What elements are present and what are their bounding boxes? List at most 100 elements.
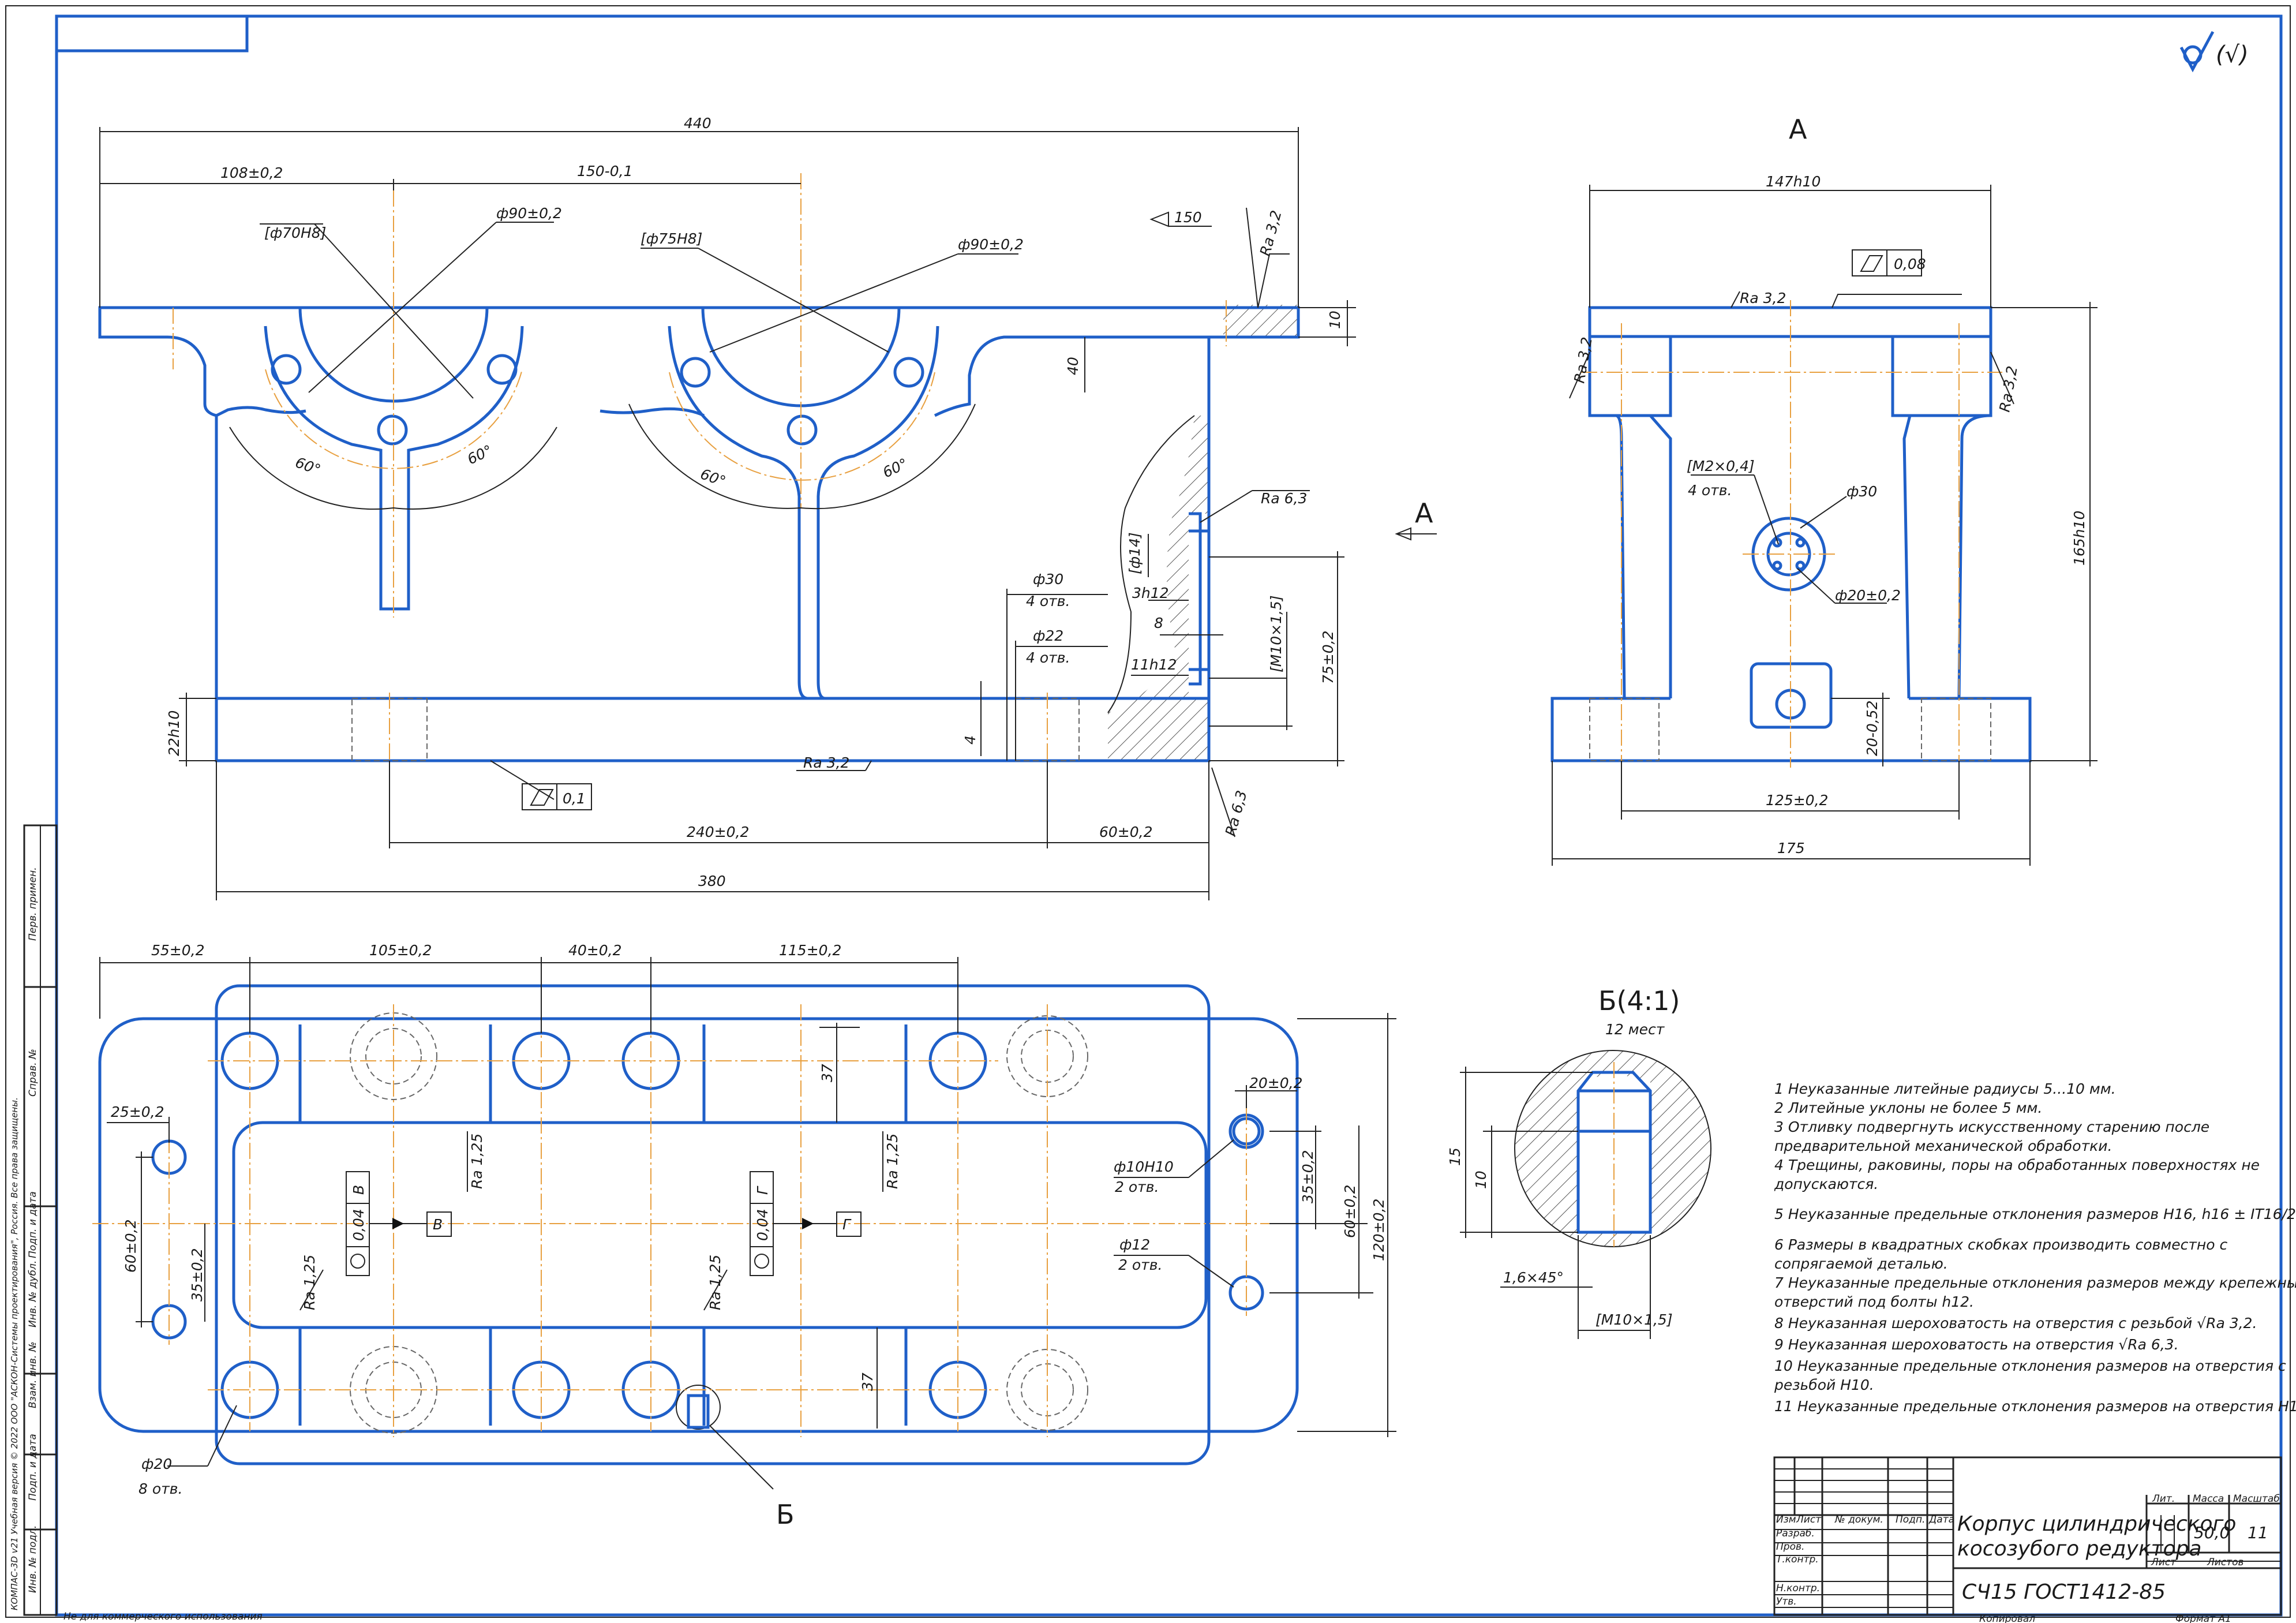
tb-role-ncontrol: Н.контр. — [1776, 1583, 1820, 1594]
dim-hole-cb-n: 4 отв. — [1026, 593, 1070, 609]
note-11: 11 Неуказанные предельные отклонения раз… — [1774, 1398, 2296, 1415]
ra-top-side: Ra 3,2 — [1740, 290, 1786, 306]
angle-4: 60° — [880, 455, 910, 481]
dim-20-side: 20-0,52 — [1864, 701, 1881, 757]
dim-flange-10: 10 — [1327, 311, 1343, 329]
note-5: 5 Неуказанные предельные отклонения разм… — [1774, 1206, 2296, 1222]
dim-hole-th: ф22 — [1033, 627, 1063, 644]
tol-base-2: Г — [754, 1186, 771, 1195]
dim-8: 8 — [1154, 615, 1163, 631]
section-arrow-label: А — [1415, 498, 1433, 529]
note-9: 9 Неуказанная шероховатость на отверстия… — [1774, 1336, 2179, 1353]
note-1: 1 Неуказанные литейные радиусы 5...10 мм… — [1774, 1080, 2116, 1097]
dim-4: 4 — [962, 735, 979, 745]
technical-notes: 1 Неуказанные литейные радиусы 5...10 мм… — [1774, 1080, 2296, 1415]
corner-roughness-text: (√) — [2216, 42, 2249, 68]
dim-35-left: 35±0,2 — [189, 1248, 205, 1302]
side-label-4: Инв. № дубл. — [27, 1261, 39, 1327]
dim-60-right: 60±0,2 — [1342, 1184, 1358, 1238]
ra-plan-2: Ra 1,25 — [884, 1134, 901, 1189]
dim-108: 108±0,2 — [220, 164, 283, 181]
angle-1: 60° — [293, 454, 323, 478]
note-2: 2 Литейные уклоны не более 5 мм. — [1774, 1100, 2042, 1116]
tb-docnum: № докум. — [1834, 1514, 1883, 1525]
dim-d12-n: 2 отв. — [1118, 1256, 1162, 1273]
note-4b: допускаются. — [1774, 1176, 1878, 1192]
detail-view: Б(4:1) 12 мест 15 10 1,6×45° [M10×1,5] — [1447, 985, 1711, 1339]
tb-scale-label: Масштаб — [2233, 1493, 2280, 1505]
dim-25: 25±0,2 — [111, 1104, 164, 1120]
detail-thread: [M10×1,5] — [1595, 1311, 1673, 1328]
note-3: 3 Отливку подвергнуть искусственному ста… — [1774, 1119, 2209, 1135]
dim-d20-side: ф20±0,2 — [1835, 587, 1901, 604]
tb-role-developer: Разраб. — [1776, 1528, 1815, 1539]
dim-60-left: 60±0,2 — [122, 1219, 139, 1273]
tb-sheet: Лист — [2151, 1557, 2177, 1568]
note-6: 6 Размеры в квадратных скобках производи… — [1774, 1236, 2228, 1253]
dim-55: 55±0,2 — [151, 942, 205, 959]
tb-date: Дата — [1928, 1514, 1954, 1525]
noncommercial-stamp: Не для коммерческого использования — [63, 1611, 263, 1622]
side-label-2: Справ. № — [27, 1049, 39, 1097]
note-6b: сопрягаемой деталью. — [1774, 1255, 1948, 1272]
dim-20-right: 20±0,2 — [1249, 1075, 1303, 1091]
side-label-5: Взам. инв. № — [27, 1342, 39, 1408]
dim-440: 440 — [684, 115, 711, 132]
dim-hole-cb: ф30 — [1033, 571, 1063, 588]
ra-plan-3: Ra 1,25 — [301, 1255, 318, 1310]
dim-web-40: 40 — [1065, 357, 1081, 375]
tb-mass-label: Масса — [2193, 1493, 2224, 1505]
tb-material: СЧ15 ГОСТ1412-85 — [1962, 1580, 2166, 1604]
dim-125: 125±0,2 — [1766, 792, 1828, 809]
dim-d30-side: ф30 — [1846, 483, 1877, 500]
tb-sign: Подп. — [1896, 1514, 1925, 1525]
tb-name-1: Корпус цилиндрического — [1957, 1512, 2236, 1536]
dim-bore2: [ф75H8] — [641, 230, 702, 247]
side-label-7: Инв. № подл. — [27, 1525, 39, 1593]
dim-35-right: 35±0,2 — [1299, 1150, 1316, 1203]
detail-title: Б(4:1) — [1598, 985, 1680, 1016]
dim-hole-th-n: 4 отв. — [1026, 649, 1070, 666]
dim-d20-plan-n: 8 отв. — [138, 1480, 182, 1497]
tol-1: 0,04 — [350, 1209, 367, 1241]
plan-dimensions: 55±0,2 105±0,2 40±0,2 115±0,2 25±0,2 37 … — [99, 942, 1396, 1530]
tb-role-checker: Пров. — [1776, 1541, 1804, 1553]
datum-g: Г — [842, 1216, 852, 1233]
note-8: 8 Неуказанная шероховатость на отверстия… — [1774, 1315, 2257, 1332]
tb-role-tcontrol: Т.контр. — [1776, 1554, 1819, 1565]
tb-mass: 50,0 — [2194, 1523, 2230, 1542]
dim-37a: 37 — [819, 1064, 836, 1082]
datum-b: В — [433, 1216, 443, 1233]
note-7b: отверстий под болты h12. — [1774, 1293, 1974, 1310]
dim-120: 120±0,2 — [1370, 1199, 1387, 1261]
side-column-labels: Перв. примен. Справ. № Подп. и дата Инв.… — [9, 867, 263, 1622]
dim-bore2-circle: ф90±0,2 — [958, 236, 1024, 253]
dim-22h10: 22h10 — [166, 710, 182, 756]
dim-d10h10-n: 2 отв. — [1115, 1179, 1159, 1195]
note-10b: резьбой H10. — [1774, 1377, 1874, 1393]
kompas-stamp: КОМПАС-3D v21 Учебная версия © 2022 ООО … — [9, 1097, 20, 1610]
note-4: 4 Трещины, раковины, поры на обработанны… — [1774, 1157, 2260, 1173]
front-view — [98, 173, 1300, 768]
side-label-1: Перв. примен. — [27, 867, 39, 941]
dim-d14: [ф14] — [1126, 532, 1143, 574]
dim-d20-plan: ф20 — [141, 1456, 172, 1472]
dim-40: 40±0,2 — [568, 942, 622, 959]
tb-format: Формат А1 — [2175, 1613, 2231, 1623]
dim-d12: ф12 — [1119, 1236, 1150, 1253]
ra-plan-1: Ra 1,25 — [469, 1134, 485, 1189]
dim-165h10: 165h10 — [2071, 511, 2088, 566]
dim-11h12: 11h12 — [1131, 656, 1177, 673]
note-7: 7 Неуказанные предельные отклонения разм… — [1774, 1274, 2296, 1291]
dim-60: 60±0,2 — [1099, 824, 1153, 840]
ra-side-front: Ra 6,3 — [1261, 490, 1307, 507]
view-a-label: А — [1789, 114, 1807, 145]
dim-draft-150: 150 — [1174, 209, 1202, 226]
tb-scale: 11 — [2248, 1523, 2268, 1542]
dim-3h12: 3h12 — [1132, 585, 1169, 601]
ra-bottom-front: Ra 3,2 — [803, 754, 849, 771]
side-label-3: Подп. и дата — [27, 1191, 39, 1258]
flatness-front: 0,1 — [563, 790, 586, 807]
dim-d10h10: ф10H10 — [1114, 1158, 1174, 1175]
